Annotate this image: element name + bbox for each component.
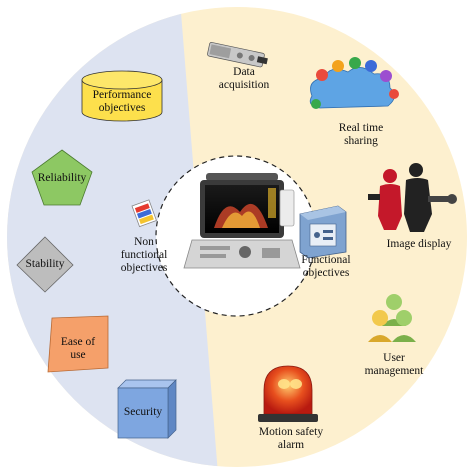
functional-icon [299,205,347,259]
security-cube [117,379,177,439]
cloud-sharing-icon [309,57,399,109]
stability-diamond [16,236,74,293]
label-security: Security [123,406,163,418]
alarm-icon [258,365,318,422]
performance-cylinder [81,70,163,122]
sensor-icon [207,42,268,68]
non-functional-icon [131,199,157,228]
ease-of-use-shape [47,315,109,373]
reliability-pentagon [31,149,93,206]
label-reliability: Reliability [37,172,87,184]
ultrasound-device-icon [183,173,301,269]
label-stability: Stability [25,258,65,270]
label-image-display: Image display [386,238,452,250]
users-icon [368,294,416,342]
athletes-icon [368,163,457,232]
